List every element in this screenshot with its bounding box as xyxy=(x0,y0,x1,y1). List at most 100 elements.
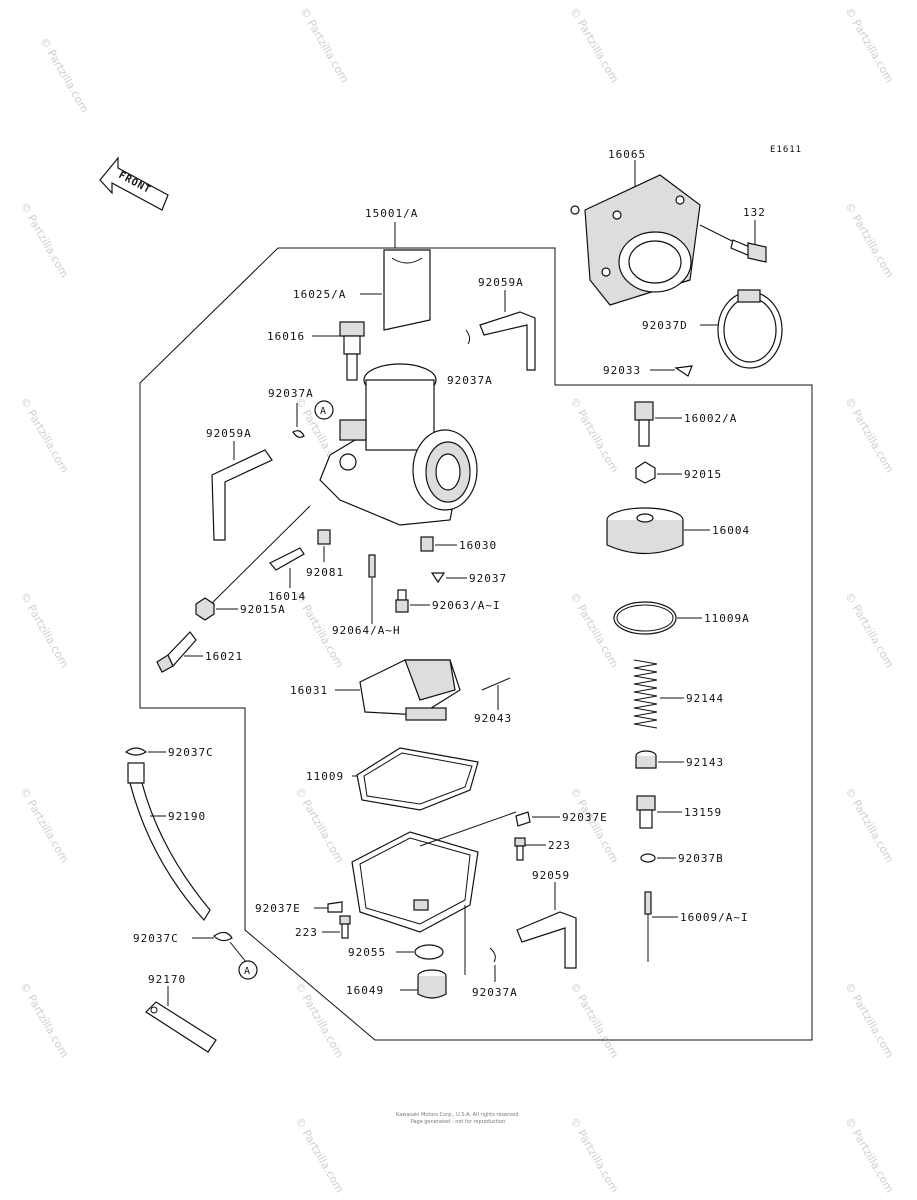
part-label-16049: 16049 xyxy=(346,984,384,997)
part-label-92063: 92063/A~I xyxy=(432,599,501,612)
hose-92190: 92190 xyxy=(127,762,211,922)
part-label-92037b: 92037B xyxy=(678,852,724,865)
seat-92143: 92143 xyxy=(635,750,724,769)
part-label-92043: 92043 xyxy=(474,712,512,725)
float-chamber xyxy=(351,811,517,933)
watermark: © Partzilla.com xyxy=(292,980,346,1060)
part-label-92081: 92081 xyxy=(306,566,344,579)
watermark: © Partzilla.com xyxy=(17,395,71,475)
hose-92059a-top: 92059A 92037A xyxy=(447,276,536,387)
jet-16030: 16030 xyxy=(420,536,497,552)
plug-16049: 16049 xyxy=(346,905,466,999)
watermark: © Partzilla.com xyxy=(567,980,621,1060)
needle-92064: 92064/A~H xyxy=(332,554,401,637)
part-label-16065: 16065 xyxy=(608,148,646,161)
callout-a-bottom: A xyxy=(244,966,251,977)
nut-92015: 92015 xyxy=(635,461,722,484)
oring-11009a: 11009A xyxy=(613,601,749,635)
part-label-92059: 92059 xyxy=(532,869,570,882)
watermark: © Partzilla.com xyxy=(842,5,896,85)
watermark: © Partzilla.com xyxy=(842,590,896,670)
float-16031: 16031 xyxy=(290,659,461,721)
hose-92059a-left: 92059A xyxy=(206,427,273,541)
screw-16021: 16021 xyxy=(156,631,243,673)
clip-92037a-bottom: 92037A xyxy=(472,947,518,999)
clip-92037a-left: 92037A xyxy=(268,387,314,438)
screw-16002a: 16002/A xyxy=(634,401,736,447)
part-label-223-right: 223 xyxy=(548,839,571,852)
watermark: © Partzilla.com xyxy=(567,785,621,865)
screw-223-right: 223 xyxy=(514,837,571,861)
part-label-92059a-top: 92059A xyxy=(478,276,524,289)
part-label-92037e-left: 92037E xyxy=(255,902,301,915)
watermark: © Partzilla.com xyxy=(842,395,896,475)
part-label-11009: 11009 xyxy=(306,770,344,783)
clip-92037e-right: 92037E xyxy=(515,811,608,827)
part-label-16025a: 16025/A xyxy=(293,288,346,301)
watermark: © Partzilla.com xyxy=(17,785,71,865)
hose-92059: 92059 xyxy=(516,869,577,969)
watermark: © Partzilla.com xyxy=(842,1115,896,1195)
watermark: © Partzilla.com xyxy=(567,1115,621,1195)
part-label-16021: 16021 xyxy=(205,650,243,663)
part-label-132: 132 xyxy=(743,206,766,219)
assembly-outline xyxy=(139,247,813,1041)
spring-92081: 92081 xyxy=(306,529,344,579)
watermark: © Partzilla.com xyxy=(567,395,621,475)
holder-13159: 13159 xyxy=(636,795,721,829)
front-arrow-icon: FRONT xyxy=(99,156,169,211)
part-label-16016: 16016 xyxy=(267,330,305,343)
diagram-code: E1611 xyxy=(770,145,802,155)
clip-92033: 92033 xyxy=(603,364,693,377)
intake-holder: 16065 xyxy=(570,148,701,306)
part-label-92033: 92033 xyxy=(603,364,641,377)
part-label-92015a: 92015A xyxy=(240,603,286,616)
part-label-92190: 92190 xyxy=(168,810,206,823)
part-label-92144: 92144 xyxy=(686,692,724,705)
part-label-92143: 92143 xyxy=(686,756,724,769)
watermark: © Partzilla.com xyxy=(567,5,621,85)
part-label-92037a-left: 92037A xyxy=(268,387,314,400)
part-label-16009: 16009/A~I xyxy=(680,911,749,924)
copyright-line-1: Kawasaki Motors Corp., U.S.A. All rights… xyxy=(396,1112,520,1118)
watermark: © Partzilla.com xyxy=(842,785,896,865)
spring-92144: 92144 xyxy=(633,659,724,729)
clip-92037c-bottom: A 92037C xyxy=(133,931,258,980)
clip-92037c-top: 92037C xyxy=(124,746,214,759)
clip-92037: 92037 xyxy=(430,572,507,585)
watermark: © Partzilla.com xyxy=(37,35,91,115)
needle-16009: 16009/A~I xyxy=(644,891,749,962)
cap-16004: 16004 xyxy=(606,507,749,554)
watermark: © Partzilla.com xyxy=(292,1115,346,1195)
part-label-92059a-left: 92059A xyxy=(206,427,252,440)
part-label-16030: 16030 xyxy=(459,539,497,552)
watermark: © Partzilla.com xyxy=(17,200,71,280)
part-label-92037c-bottom: 92037C xyxy=(133,932,179,945)
screw-223-left: 223 xyxy=(295,915,351,939)
part-label-92037: 92037 xyxy=(469,572,507,585)
part-label-92037c-top: 92037C xyxy=(168,746,214,759)
watermark: © Partzilla.com xyxy=(292,785,346,865)
part-label-92037a-bottom: 92037A xyxy=(472,986,518,999)
part-label-92037e-right: 92037E xyxy=(562,811,608,824)
part-label-92064: 92064/A~H xyxy=(332,624,401,637)
carburetor-body: A xyxy=(314,363,478,526)
jet-92063: 92063/A~I xyxy=(395,589,501,613)
throttle-valve: 16025/A xyxy=(293,249,431,331)
part-label-92055: 92055 xyxy=(348,946,386,959)
part-label-92037d: 92037D xyxy=(642,319,688,332)
clamp-92037d: 92037D xyxy=(642,289,783,369)
gasket-11009: 11009 xyxy=(306,747,479,811)
bolt-132: 132 xyxy=(699,206,767,263)
screw-16014: 16014 xyxy=(268,547,305,603)
watermark: © Partzilla.com xyxy=(842,980,896,1060)
band-92170: 92170 xyxy=(145,973,217,1053)
part-label-92170: 92170 xyxy=(148,973,186,986)
callout-a-top: A xyxy=(320,406,327,417)
watermark: © Partzilla.com xyxy=(17,590,71,670)
watermark: © Partzilla.com xyxy=(842,200,896,280)
watermark: © Partzilla.com xyxy=(297,5,351,85)
part-label-15001a: 15001/A xyxy=(365,207,418,220)
part-label-92015: 92015 xyxy=(684,468,722,481)
